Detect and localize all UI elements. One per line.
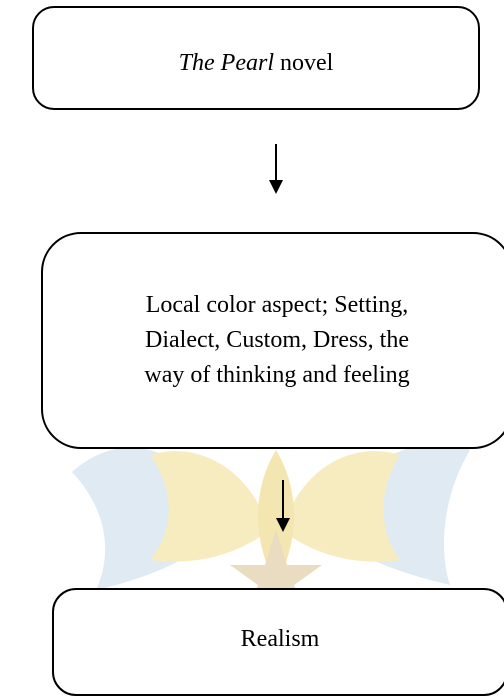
watermark-emblem	[72, 443, 470, 618]
node-realism-label: Realism	[240, 626, 320, 652]
node-title-italic: The Pearl	[178, 50, 274, 76]
node-local-color-text: Local color aspect; Setting, Dialect, Cu…	[144, 288, 409, 392]
watermark-left-petal	[150, 451, 270, 562]
node-the-pearl-novel-label: The Pearl novel	[179, 46, 334, 81]
watermark-right-petal	[282, 451, 400, 562]
watermark-star	[230, 530, 322, 618]
node-realism: Realism	[52, 588, 504, 696]
node-title-rest: novel	[274, 50, 334, 76]
node-local-color-line: Local color aspect; Setting,	[145, 292, 409, 319]
watermark-center-petal	[258, 450, 294, 585]
node-local-color-line: Dialect, Custom, Dress, the	[145, 327, 409, 354]
node-the-pearl-novel: The Pearl novel	[32, 6, 480, 110]
node-local-color-aspect: Local color aspect; Setting, Dialect, Cu…	[41, 232, 504, 449]
node-local-color-line: way of thinking and feeling	[144, 361, 410, 388]
